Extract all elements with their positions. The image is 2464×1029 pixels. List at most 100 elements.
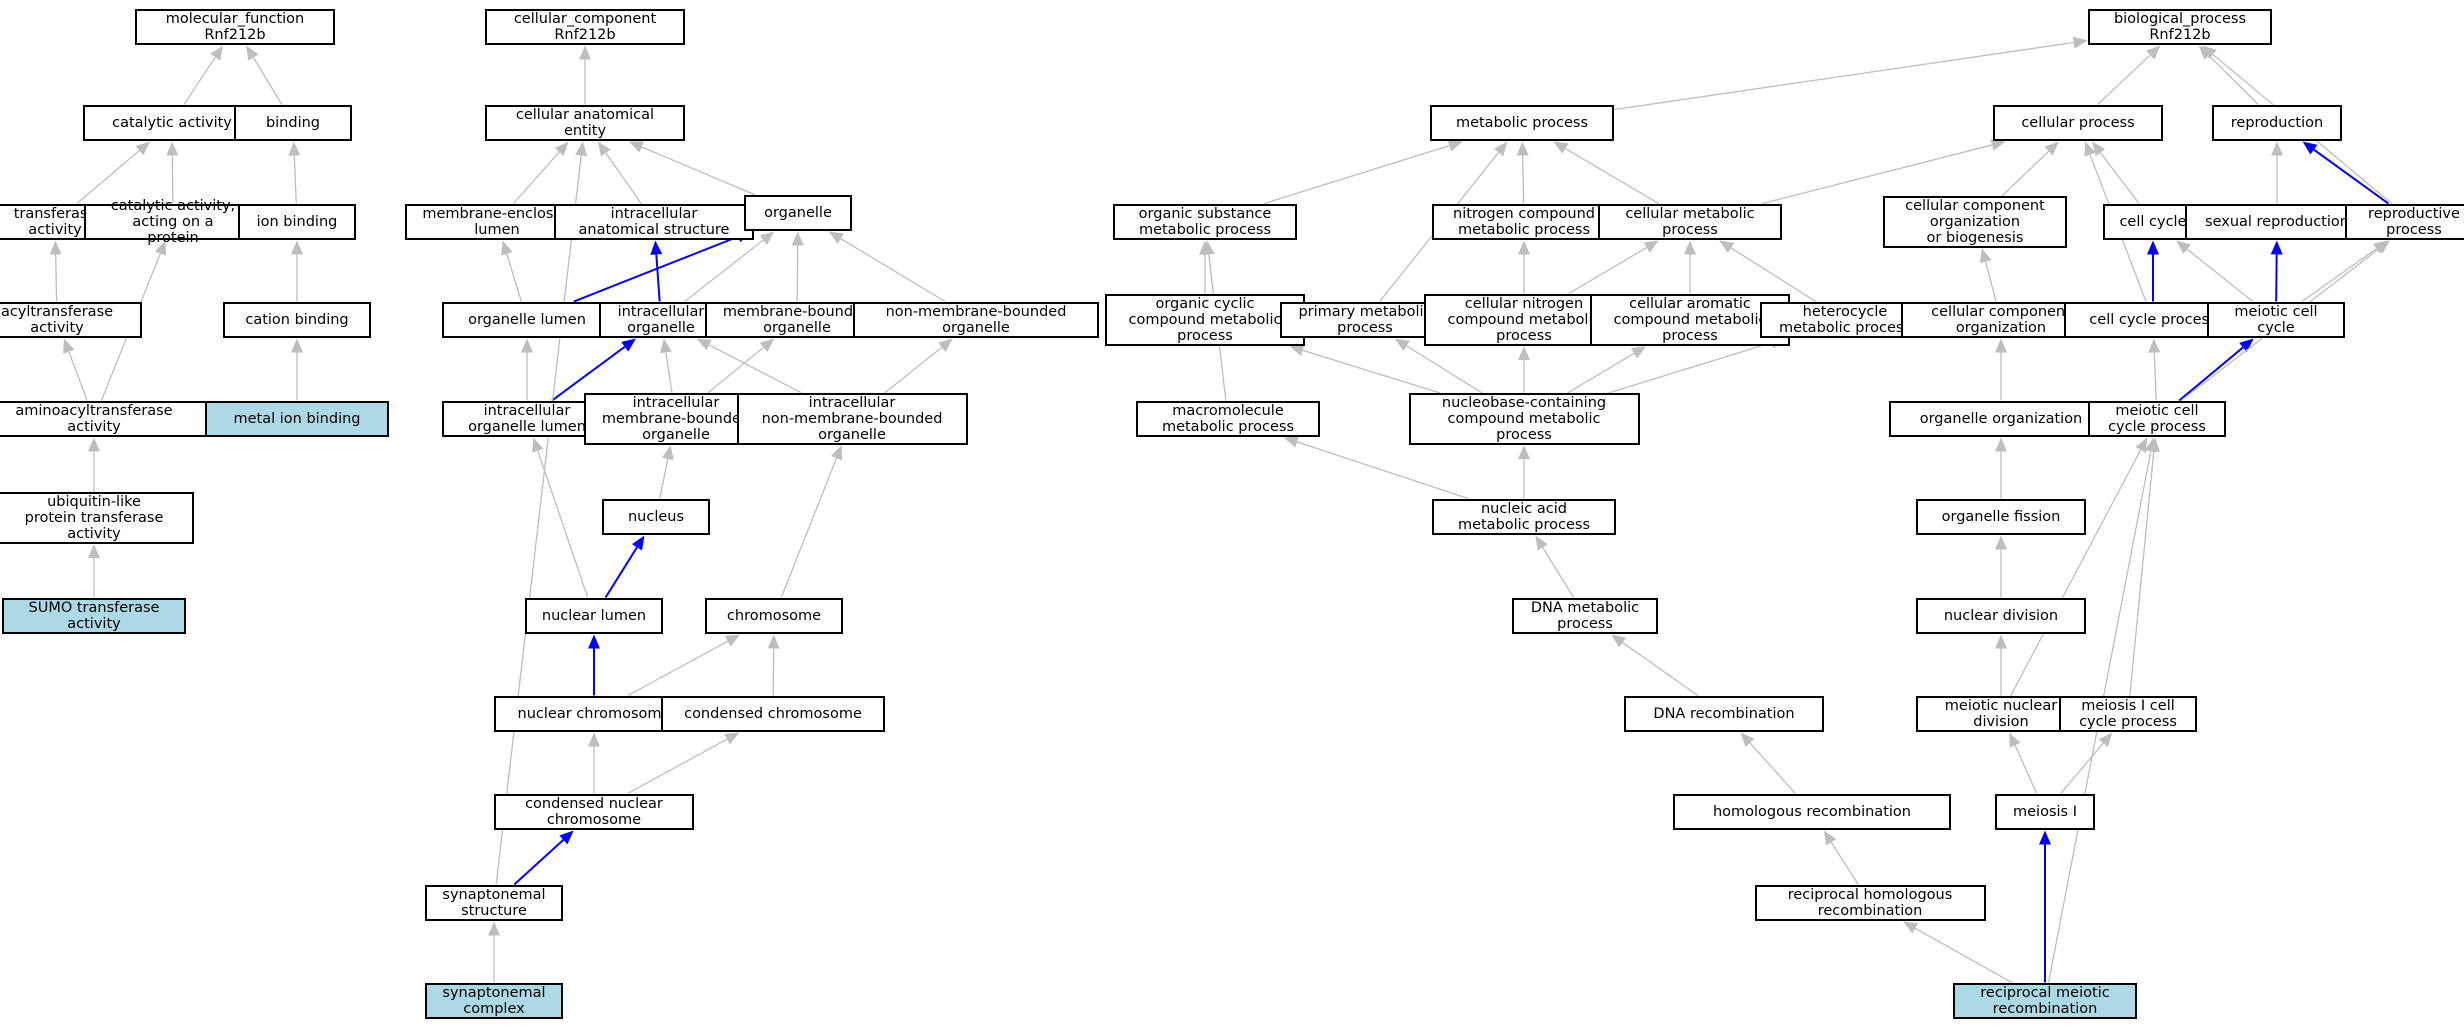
go-term-reciprocal-meiotic-recombination[interactable]: reciprocal meiotic recombination: [1952, 982, 2138, 1020]
arrowhead-icon: [588, 634, 600, 649]
go-term-sexual-reproduction[interactable]: sexual reproduction: [2184, 203, 2370, 241]
edge-nuclear-chromosome-to-chromosome: [627, 640, 729, 697]
arrowhead-icon: [2144, 437, 2157, 453]
arrowhead-icon: [488, 921, 500, 936]
arrowhead-icon: [1995, 338, 2007, 353]
go-term-nuclear-division[interactable]: nuclear division: [1916, 597, 2086, 635]
go-term-nuclear-lumen[interactable]: nuclear lumen: [524, 597, 664, 635]
go-term-nucleic-acid-mp[interactable]: nucleic acid metabolic process: [1431, 498, 1617, 536]
go-term-cation-binding[interactable]: cation binding: [223, 301, 371, 339]
edge-meiosis-i-to-meiosis-i-cell-cycle-process: [2060, 742, 2104, 794]
arrowhead-icon: [830, 445, 843, 461]
arrowhead-icon: [2270, 240, 2283, 255]
edge-nitrogen-compound-mp-to-metabolic-process: [1522, 155, 1525, 204]
go-term-meiotic-cell-cycle[interactable]: meiotic cell cycle: [2206, 301, 2346, 339]
edge-ion-binding-to-binding: [293, 155, 297, 204]
arrowhead-icon: [154, 240, 166, 256]
go-term-nuclear-chromosome[interactable]: nuclear chromosome: [493, 695, 695, 733]
go-term-chromosome[interactable]: chromosome: [704, 597, 844, 635]
go-term-acyltransferase[interactable]: acyltransferase activity: [0, 301, 142, 339]
go-term-sumo-transferase[interactable]: SUMO transferase activity: [1, 597, 187, 635]
go-term-organic-substance-mp[interactable]: organic substance metabolic process: [1112, 203, 1298, 241]
go-term-organelle-fission[interactable]: organelle fission: [1916, 498, 2086, 536]
go-term-synaptonemal-structure[interactable]: synaptonemal structure: [424, 884, 564, 922]
edge-intracellular-mb-organelle-to-membrane-bounded-organelle: [707, 346, 764, 394]
edge-organelle-to-cellular-anatomical-entity: [641, 146, 755, 196]
arrowhead-icon: [791, 231, 804, 246]
go-term-intracellular-nmb-organelle[interactable]: intracellular non-membrane-bounded organ…: [736, 392, 968, 446]
go-term-dna-metabolic-process[interactable]: DNA metabolic process: [1511, 597, 1659, 635]
go-term-cellular-metabolic-process[interactable]: cellular metabolic process: [1597, 203, 1783, 241]
edge-meiotic-nuclear-division-to-meiotic-cell-cycle-process: [2010, 449, 2142, 696]
go-term-intracellular-organelle[interactable]: intracellular organelle: [599, 301, 723, 339]
go-term-metal-ion-binding[interactable]: metal ion binding: [204, 400, 390, 438]
go-term-nucleus[interactable]: nucleus: [602, 498, 710, 536]
go-term-macromolecule-mp[interactable]: macromolecule metabolic process: [1135, 400, 1321, 438]
arrowhead-icon: [1684, 240, 1696, 255]
arrowhead-icon: [2271, 141, 2283, 156]
arrowhead-icon: [1719, 240, 1735, 254]
edge-organelle-lumen-to-membrane-enclosed-lumen: [506, 253, 522, 302]
go-term-binding[interactable]: binding: [234, 104, 352, 142]
go-term-primary-metabolic-process[interactable]: primary metabolic process: [1280, 301, 1450, 339]
go-term-organelle-organization[interactable]: organelle organization: [1889, 400, 2113, 438]
arrowhead-icon: [1823, 830, 1837, 846]
arrowhead-icon: [828, 231, 844, 244]
go-term-reciprocal-homologous-recombination[interactable]: reciprocal homologous recombination: [1754, 884, 1986, 922]
go-term-cc-org-or-biogenesis[interactable]: cellular component organization or bioge…: [1882, 195, 2068, 249]
go-term-reproduction[interactable]: reproduction: [2211, 104, 2343, 142]
go-term-bp-root[interactable]: biological_process Rnf212b: [2087, 8, 2273, 46]
go-term-nucleobase-containing-mp[interactable]: nucleobase-containing compound metabolic…: [1408, 392, 1640, 446]
go-term-cc-root[interactable]: cellular_component Rnf212b: [484, 8, 686, 46]
arrowhead-icon: [696, 338, 712, 351]
edge-reproduction-to-bp-root: [2208, 54, 2259, 105]
go-term-organic-cyclic-compound-mp[interactable]: organic cyclic compound metabolic proces…: [1104, 293, 1306, 347]
go-term-cellular-aromatic-compound-mp[interactable]: cellular aromatic compound metabolic pro…: [1589, 293, 1791, 347]
arrowhead-icon: [532, 437, 544, 453]
go-term-meiosis-i-cell-cycle-process[interactable]: meiosis I cell cycle process: [2058, 695, 2198, 733]
go-term-meiosis-i[interactable]: meiosis I: [1994, 793, 2096, 831]
go-term-meiotic-nuclear-division[interactable]: meiotic nuclear division: [1916, 695, 2086, 733]
arrowhead-icon: [631, 535, 645, 551]
go-term-mf-root[interactable]: molecular_function Rnf212b: [134, 8, 336, 46]
go-term-aminoacyltransferase[interactable]: aminoacyltransferase activity: [0, 400, 210, 438]
go-term-catalytic-activity[interactable]: catalytic activity: [82, 104, 262, 142]
go-term-organelle-lumen[interactable]: organelle lumen: [442, 301, 612, 339]
go-term-catalytic-protein[interactable]: catalytic activity, acting on a protein: [83, 198, 263, 246]
edge-cc-org-or-biogenesis-to-cellular-process: [2001, 150, 2050, 197]
arrowhead-icon: [621, 338, 636, 352]
edge-nuclear-lumen-to-nucleus: [604, 546, 638, 599]
arrowhead-icon: [659, 338, 672, 354]
arrowhead-icon: [579, 45, 591, 60]
go-term-organelle[interactable]: organelle: [744, 194, 852, 232]
edge-binding-to-mf-root: [252, 57, 283, 105]
arrowhead-icon: [2098, 732, 2113, 748]
go-term-reproductive-process[interactable]: reproductive process: [2344, 203, 2464, 241]
go-term-condensed-nuclear-chromosome[interactable]: condensed nuclear chromosome: [493, 793, 695, 831]
go-term-intracellular-organelle-lumen[interactable]: intracellular organelle lumen: [442, 400, 612, 438]
go-term-intracellular-anatomical[interactable]: intracellular anatomical structure: [553, 203, 755, 241]
arrowhead-icon: [88, 437, 100, 452]
edge-intracellular-nmb-organelle-to-intracellular-organelle: [708, 344, 802, 394]
arrowhead-icon: [1535, 535, 1548, 551]
go-term-homologous-recombination[interactable]: homologous recombination: [1673, 793, 1951, 831]
go-term-meiotic-cell-cycle-process[interactable]: meiotic cell cycle process: [2087, 400, 2227, 438]
go-term-ubl-transferase[interactable]: ubiquitin-like protein transferase activ…: [0, 491, 195, 545]
arrowhead-icon: [1995, 634, 2007, 649]
go-term-non-membrane-bounded-organelle[interactable]: non-membrane-bounded organelle: [852, 301, 1100, 339]
edge-nucleobase-containing-mp-to-organic-cyclic-compound-mp: [1302, 349, 1440, 394]
go-term-cellular-process[interactable]: cellular process: [1993, 104, 2163, 142]
go-term-synaptonemal-complex[interactable]: synaptonemal complex: [424, 982, 564, 1020]
go-term-dna-recombination[interactable]: DNA recombination: [1623, 695, 1825, 733]
go-term-nitrogen-compound-mp[interactable]: nitrogen compound metabolic process: [1431, 203, 1617, 241]
edge-dna-recombination-to-dna-metabolic-process: [1622, 642, 1699, 697]
arrowhead-icon: [2147, 240, 2159, 255]
arrowhead-icon: [661, 445, 674, 461]
edge-intracellular-nmb-organelle-to-non-membrane-bounded-organelle: [884, 346, 943, 394]
go-term-cellular-anatomical-entity[interactable]: cellular anatomical entity: [484, 104, 686, 142]
arrowhead-icon: [1516, 141, 1529, 156]
go-term-ion-binding[interactable]: ion binding: [238, 203, 356, 241]
go-term-condensed-chromosome[interactable]: condensed chromosome: [661, 695, 885, 733]
go-term-metabolic-process[interactable]: metabolic process: [1429, 104, 1615, 142]
